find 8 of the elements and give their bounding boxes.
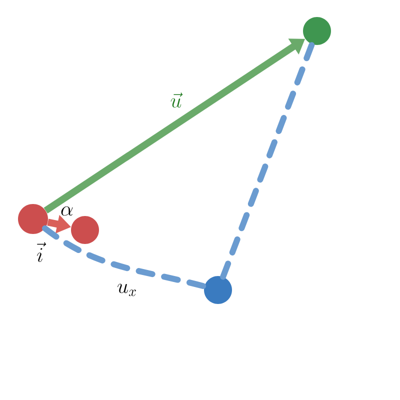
dot [303, 17, 331, 45]
dot [204, 276, 232, 304]
edge-label: $\vec{i}$ [37, 242, 46, 262]
dot [18, 204, 48, 234]
edge-label: $u_x$ [118, 284, 136, 296]
edge-label: $\vec{u}$ [170, 92, 183, 108]
angle-label: $\alpha$ [61, 206, 73, 216]
dot [71, 216, 99, 244]
